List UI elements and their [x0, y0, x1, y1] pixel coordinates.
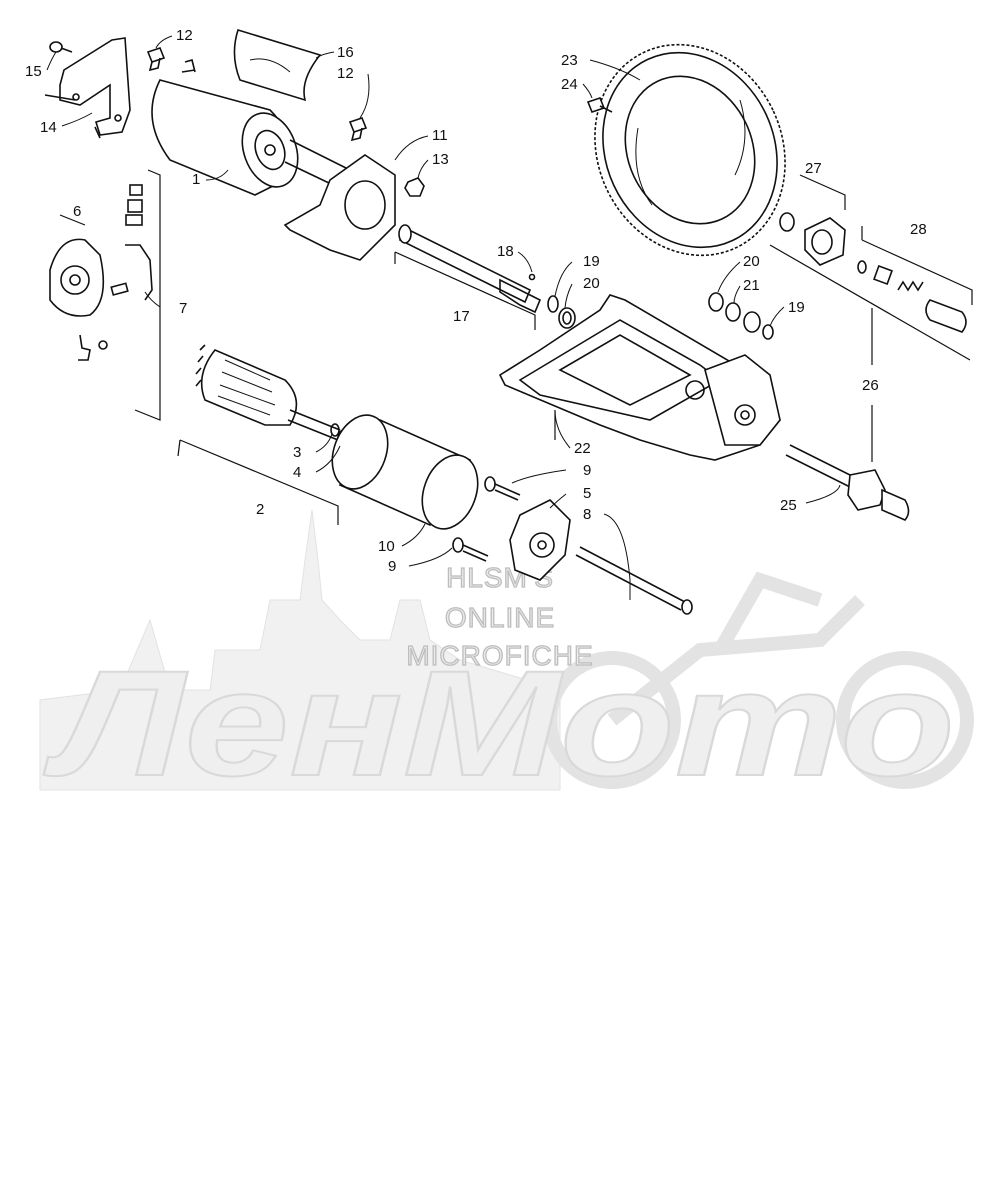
- callout-16: 16: [337, 44, 354, 61]
- part-drive-shaft-25: [785, 444, 910, 521]
- part-washer-3: [330, 423, 340, 437]
- part-screw-9b: [452, 537, 489, 562]
- part-bolt-8: [575, 546, 693, 615]
- part-screw-9a: [484, 476, 521, 501]
- part-cover-16: [233, 29, 322, 102]
- callout-2: 2: [256, 501, 264, 518]
- part-washer-21: [725, 302, 741, 322]
- callout-19: 19: [583, 253, 600, 270]
- callout-21: 21: [743, 277, 760, 294]
- part-pinion-27: [779, 212, 846, 266]
- callout-9-top: 9: [583, 462, 591, 479]
- leaders: [46, 35, 841, 600]
- part-pin-18: [528, 273, 536, 281]
- callout-17: 17: [453, 308, 470, 325]
- part-ring-gear-23: [594, 43, 786, 257]
- part-brush-plate-6: [49, 184, 153, 361]
- callout-6: 6: [73, 203, 81, 220]
- part-bolt-12b: [348, 117, 368, 142]
- callout-9: 9: [388, 558, 396, 575]
- watermark-line-2: ONLINE: [445, 602, 555, 633]
- callout-23: 23: [561, 52, 578, 69]
- part-armature-2: [195, 344, 341, 441]
- part-washer-19b: [743, 311, 774, 340]
- watermark-logo: ЛенМото: [42, 639, 955, 807]
- part-bolt-24: [586, 97, 613, 113]
- callout-28: 28: [910, 221, 927, 238]
- callout-5: 5: [583, 485, 591, 502]
- part-washer-20a: [558, 307, 576, 329]
- callout-14: 14: [40, 119, 57, 136]
- callout-3: 3: [293, 444, 301, 461]
- callout-1: 1: [192, 171, 200, 188]
- part-end-cover-5: [509, 499, 571, 581]
- callout-19-right: 19: [788, 299, 805, 316]
- part-bolt-12a: [146, 47, 166, 72]
- callout-26: 26: [862, 377, 879, 394]
- part-bracket-11: [283, 154, 396, 261]
- callout-12: 12: [337, 65, 354, 82]
- callout-12-top: 12: [176, 27, 193, 44]
- watermark-skyline: [39, 509, 561, 791]
- callout-7: 7: [179, 300, 187, 317]
- callout-11: 11: [432, 127, 448, 144]
- part-washer-19a: [547, 295, 559, 313]
- part-clutch-28: [857, 260, 967, 333]
- watermark: ЛенМото HLSM'S ONLINE MICROFICHE: [39, 509, 974, 808]
- part-yoke-10: [331, 414, 479, 530]
- callout-27: 27: [805, 160, 822, 177]
- watermark-motorcycle: [543, 571, 974, 789]
- callout-18: 18: [497, 243, 514, 260]
- part-bolt-15: [49, 41, 73, 53]
- callout-24: 24: [561, 76, 578, 93]
- callout-8: 8: [583, 506, 591, 523]
- part-mount-plate-22: [498, 294, 781, 461]
- callouts: 15 14 12 16 12 1 11 13 6 7 18 19 20 17 2…: [25, 27, 927, 575]
- callout-25: 25: [780, 497, 797, 514]
- callout-10: 10: [378, 538, 395, 555]
- part-washer-20b: [708, 292, 724, 312]
- callout-20: 20: [583, 275, 600, 292]
- part-bracket-14: [44, 37, 131, 139]
- part-nut-13: [404, 177, 425, 197]
- callout-22: 22: [574, 440, 591, 457]
- assembly-brackets: [59, 169, 973, 525]
- callout-15: 15: [25, 63, 42, 80]
- part-shaft-17: [398, 224, 542, 314]
- callout-20-right: 20: [743, 253, 760, 270]
- callout-4: 4: [293, 464, 301, 481]
- callout-13: 13: [432, 151, 449, 168]
- watermark-line-3: MICROFICHE: [406, 640, 593, 671]
